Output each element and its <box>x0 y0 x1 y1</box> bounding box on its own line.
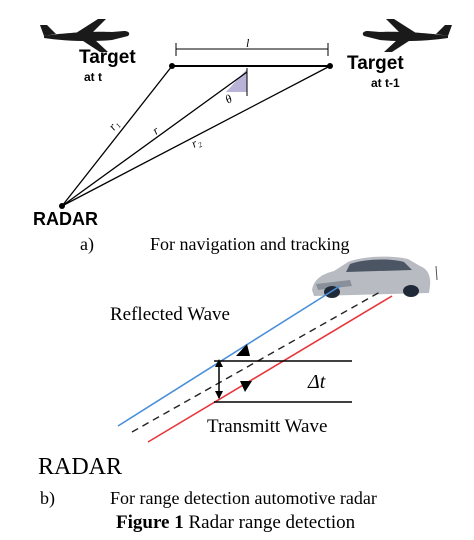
range-line-r <box>61 71 248 207</box>
target-left-sub: at t <box>84 70 102 84</box>
caption-a-text: For navigation and tracking <box>150 234 349 254</box>
airplane-right-icon <box>362 19 452 52</box>
reflected-arrow <box>236 344 250 356</box>
range-line-r1 <box>61 65 173 207</box>
target-left-label: Target <box>79 47 136 68</box>
car-icon <box>312 256 438 298</box>
transmitted-wave-label: Transmitt Wave <box>207 416 327 437</box>
range-label-r2: r₂ <box>189 134 203 151</box>
part-a-diagram: l r₁ r r₂ θ Target at t Target at t-1 RA… <box>33 19 452 255</box>
delta-t-label: Δt <box>307 371 326 393</box>
reflected-wave-label: Reflected Wave <box>110 304 230 325</box>
caption-b-text: For range detection automotive radar <box>110 488 377 508</box>
reflected-wave-line <box>117 285 341 427</box>
range-label-r: r <box>150 123 162 137</box>
transmitted-wave-line <box>147 295 393 443</box>
radar-point <box>59 203 65 209</box>
caption-a-letter: a) <box>80 234 94 255</box>
target-point-right <box>327 63 333 69</box>
target-right-label: Target <box>347 53 404 74</box>
distance-label: l <box>246 36 250 50</box>
radar-label-b: RADAR <box>38 454 122 480</box>
range-line-r2 <box>61 65 331 207</box>
radar-label-a: RADAR <box>33 209 98 229</box>
part-b-diagram: Δt Reflected Wave Transmitt Wave RADAR b… <box>38 256 438 509</box>
figure-caption: Figure 1 Radar range detection <box>116 512 356 533</box>
transmitted-arrow <box>240 381 252 392</box>
airplane-left-icon <box>40 19 130 52</box>
range-label-r1: r₁ <box>105 117 121 133</box>
figure-caption-text: Radar range detection <box>184 512 356 533</box>
angle-label: θ <box>223 91 235 106</box>
figure-caption-bold: Figure 1 <box>116 512 184 533</box>
caption-b-letter: b) <box>40 488 55 509</box>
angle-shade <box>226 69 247 92</box>
target-point-left <box>169 63 175 69</box>
target-right-sub: at t-1 <box>371 76 400 90</box>
